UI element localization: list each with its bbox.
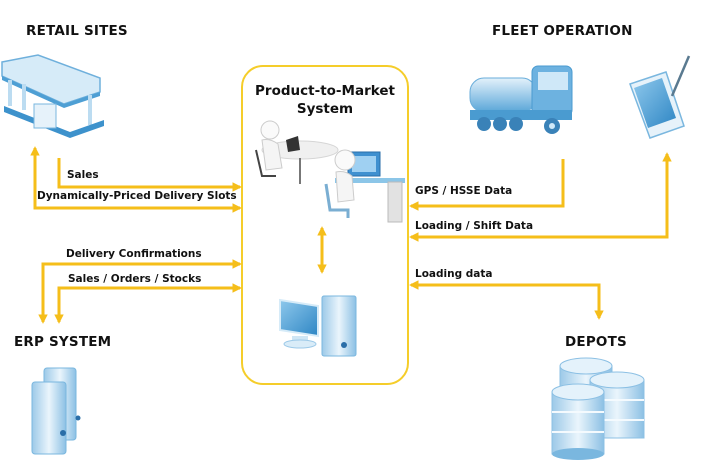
flow-label-loading-data: Loading data xyxy=(415,268,493,280)
arrow-delivery-slots xyxy=(30,146,242,213)
retail-sites-heading: RETAIL SITES xyxy=(26,23,128,39)
building-icon xyxy=(1,54,104,138)
flow-arrows xyxy=(30,146,672,324)
center-title-line2: System xyxy=(296,101,354,117)
flow-label-delivery-confirmations: Delivery Confirmations xyxy=(66,248,202,260)
center-title: Product-to-Market System xyxy=(241,82,409,118)
fleet-operation-heading: FLEET OPERATION xyxy=(492,23,633,39)
servers-icon xyxy=(31,367,81,455)
tanker-truck-icon xyxy=(469,65,573,134)
arrow-delivery-confirmations xyxy=(38,259,242,324)
database-icon xyxy=(551,357,645,460)
arrow-sales-orders-stocks xyxy=(54,283,242,324)
computer-icon xyxy=(279,295,357,357)
tablet-stylus-icon xyxy=(629,55,691,139)
arrow-loading-data xyxy=(409,280,604,320)
arrow-loading-shift xyxy=(409,152,672,242)
erp-system-heading: ERP SYSTEM xyxy=(14,334,112,350)
people-at-desks-icon xyxy=(255,120,405,223)
arrow-gps-hsse xyxy=(409,159,565,211)
center-title-line1: Product-to-Market xyxy=(255,83,395,99)
depots-heading: DEPOTS xyxy=(565,334,627,350)
arrow-sales xyxy=(57,158,242,192)
